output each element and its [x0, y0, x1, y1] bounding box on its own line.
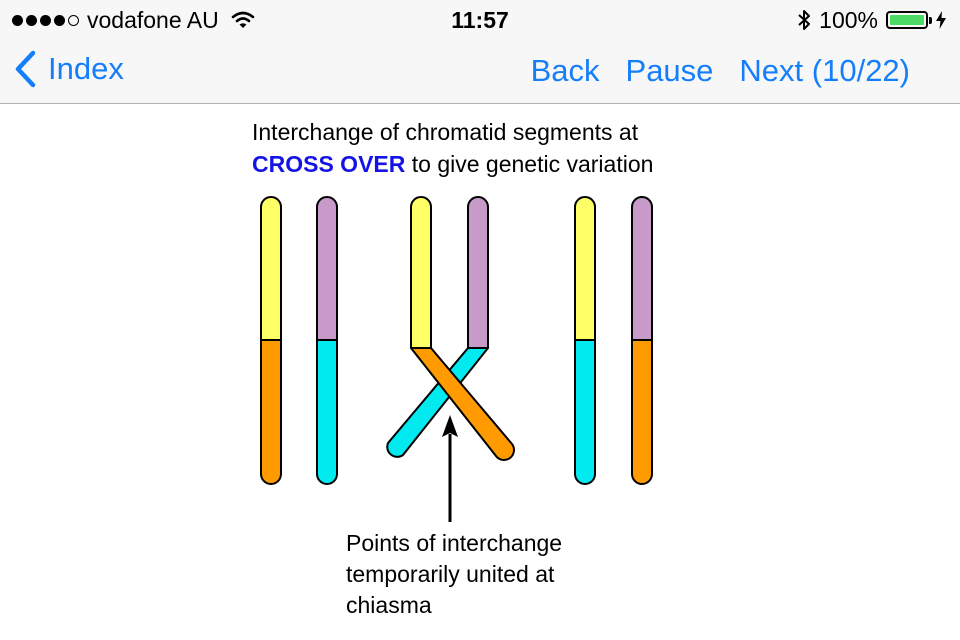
- signal-dot: [40, 14, 51, 26]
- status-time: 11:57: [451, 7, 509, 33]
- chromatid-5-yellow-segment: [574, 196, 596, 341]
- charging-bolt-icon: [936, 11, 946, 29]
- battery-icon: [886, 11, 932, 29]
- cross-chromatid-yellow-segment: [410, 196, 432, 349]
- chromatid-5-cyan-segment: [574, 339, 596, 485]
- status-right: 100%: [797, 7, 946, 33]
- chromatid-2-cyan-segment: [316, 339, 338, 485]
- chiasma-label-line-2: temporarily united at: [346, 561, 555, 587]
- cross-chromatid-cyan-segment: [386, 347, 489, 458]
- pause-button[interactable]: Pause: [625, 53, 714, 88]
- chevron-left-icon: [15, 50, 36, 88]
- chromatid-6-orange-segment: [631, 339, 653, 485]
- battery-percent: 100%: [819, 6, 878, 33]
- status-bar: vodafone AU 11:57 100%: [0, 0, 960, 40]
- chiasma-arrow: [442, 415, 458, 522]
- index-back-button[interactable]: Index: [14, 50, 124, 88]
- chromatid-2-purple-segment: [316, 196, 338, 341]
- signal-dot: [54, 14, 65, 26]
- chiasma-label-line-3: chiasma: [346, 592, 432, 618]
- slide-content: Interchange of chromatid segments at CRO…: [0, 104, 960, 640]
- next-button[interactable]: Next (10/22): [739, 53, 910, 88]
- chromatid-6-purple-segment: [631, 196, 653, 341]
- signal-dot: [12, 14, 23, 26]
- status-left: vodafone AU: [12, 7, 255, 33]
- signal-dot: [26, 14, 37, 26]
- chiasma-label: Points of interchange temporarily united…: [346, 528, 562, 621]
- bluetooth-icon: [798, 10, 811, 30]
- caption-line-1: Interchange of chromatid segments at: [252, 119, 639, 145]
- battery-cap: [929, 17, 932, 24]
- chromatid-1-yellow-segment: [260, 196, 282, 341]
- cross-chromatid-purple-segment: [467, 196, 489, 349]
- wifi-icon: [231, 11, 255, 28]
- signal-icon: [12, 14, 79, 26]
- navigation-bar: Index Back Pause Next (10/22): [0, 40, 960, 104]
- signal-dot-empty: [68, 14, 79, 26]
- caption-rest: to give genetic variation: [405, 151, 654, 177]
- slide-caption: Interchange of chromatid segments at CRO…: [252, 116, 653, 180]
- chromatid-1-orange-segment: [260, 339, 282, 485]
- back-button[interactable]: Back: [530, 53, 600, 88]
- index-label: Index: [48, 51, 124, 86]
- crossover-diagram: [260, 196, 653, 522]
- caption-line-2: CROSS OVER to give genetic variation: [252, 148, 653, 180]
- chiasma-label-line-1: Points of interchange: [346, 530, 563, 556]
- cross-over-emphasis: CROSS OVER: [252, 151, 406, 177]
- playback-controls: Back Pause Next (10/22): [531, 53, 910, 89]
- cross-chromatid-orange-segment: [410, 347, 515, 461]
- carrier-name: vodafone AU: [87, 6, 219, 33]
- battery-fill: [890, 15, 924, 25]
